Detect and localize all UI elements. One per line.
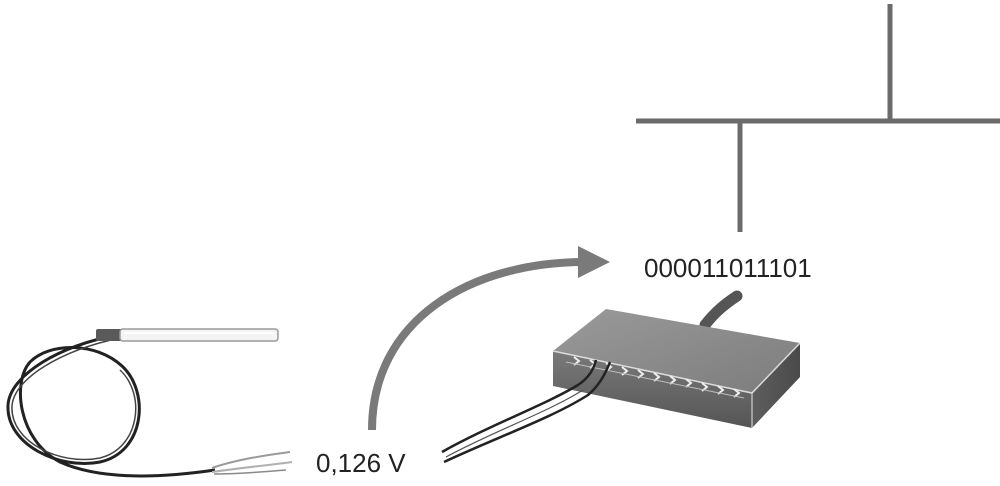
network-bus	[636, 4, 1000, 232]
terminal-rail	[565, 361, 745, 399]
probe-lead-2	[211, 461, 293, 473]
arrow-head	[578, 246, 610, 278]
digital-value-label: 000011011101	[644, 253, 812, 283]
terminal-11	[733, 388, 741, 398]
input-wires	[441, 359, 612, 464]
data-acquisition-device	[552, 290, 801, 428]
probe-sheath	[119, 328, 279, 342]
probe-cable	[6, 333, 216, 478]
temperature-probe	[6, 328, 293, 478]
terminal-8	[685, 378, 693, 388]
device-top-face	[553, 309, 800, 393]
probe-lead-3	[213, 469, 287, 475]
device-front-face	[553, 351, 752, 428]
device-side-face	[752, 343, 800, 428]
conversion-arrow	[368, 246, 610, 431]
probe-lead-1	[211, 451, 291, 469]
terminal-7	[669, 375, 677, 385]
arrow-shaft	[368, 258, 586, 431]
probe-tip	[96, 329, 122, 341]
device-network-cable	[699, 290, 743, 331]
analog-voltage-label: 0,126 V	[316, 448, 406, 478]
probe-cable-shadow	[11, 337, 137, 461]
input-wire-1	[441, 359, 598, 454]
input-wire-2	[443, 361, 612, 464]
input-wire-3	[445, 389, 584, 458]
